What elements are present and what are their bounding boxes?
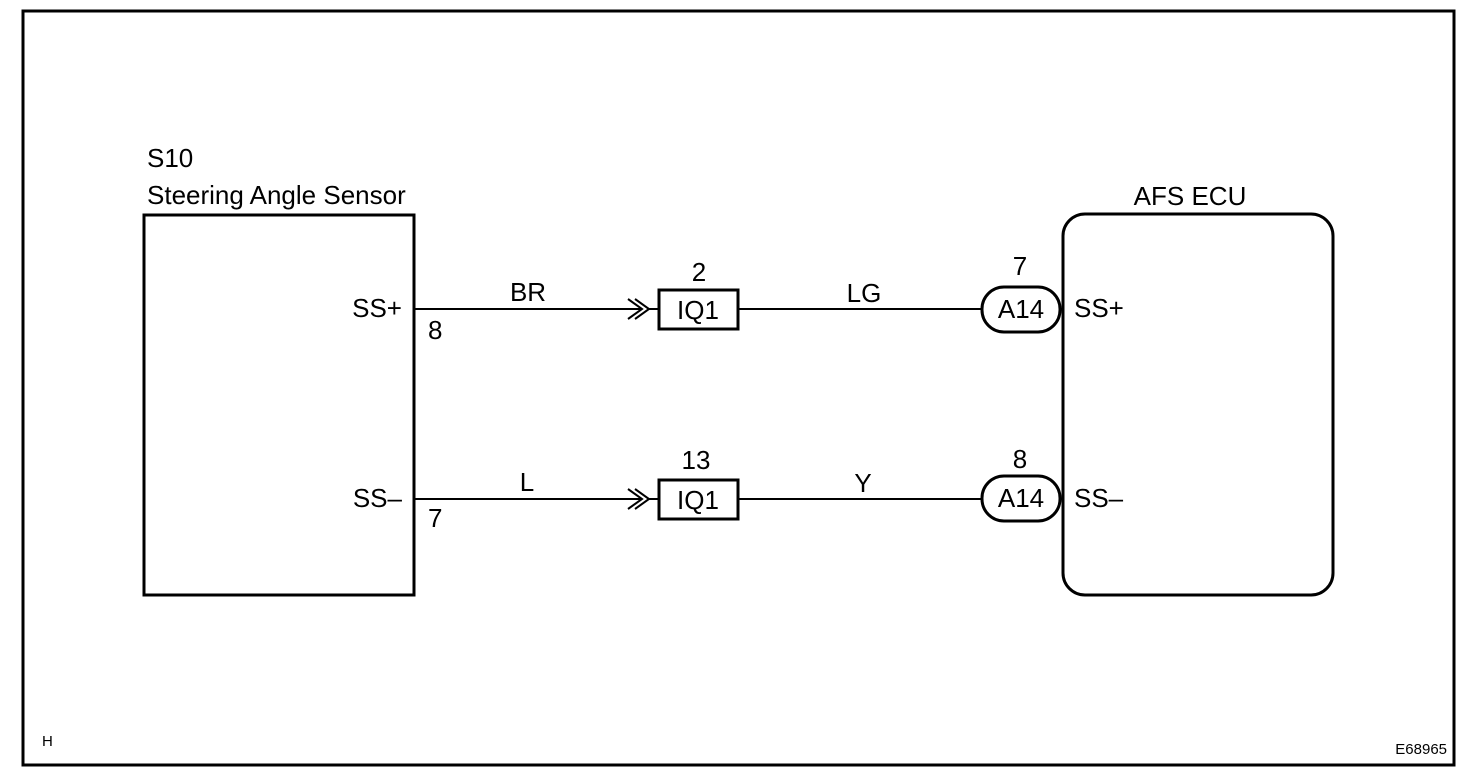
top-connector-label: A14	[998, 294, 1044, 324]
ecu-pin-plus-label: SS+	[1074, 293, 1124, 323]
bottom-wire-right-color: Y	[854, 468, 871, 498]
sensor-pin-minus-label: SS–	[353, 483, 403, 513]
bottom-connector-label: A14	[998, 483, 1044, 513]
sensor-pin-minus-number: 7	[428, 503, 442, 533]
bottom-junction-box	[657, 478, 740, 521]
bottom-junction-label: IQ1	[677, 485, 719, 515]
ecu-name: AFS ECU	[1134, 181, 1247, 211]
diagram-frame	[21, 9, 1456, 767]
top-junction-pin: 2	[692, 257, 706, 287]
bottom-wire-left-color: L	[520, 467, 534, 497]
sensor-code: S10	[147, 143, 193, 173]
bottom-connector-pin: 8	[1013, 444, 1027, 474]
bottom-junction-pin: 13	[682, 445, 711, 475]
sensor-box	[142, 213, 416, 597]
top-junction-label: IQ1	[677, 295, 719, 325]
top-junction-box	[657, 288, 740, 331]
corner-letter: H	[42, 733, 53, 750]
ecu-box	[1061, 212, 1335, 597]
sensor-pin-plus-number: 8	[428, 315, 442, 345]
top-wire-left-color: BR	[510, 277, 546, 307]
top-connector-pin: 7	[1013, 251, 1027, 281]
ecu-pin-minus-label: SS–	[1074, 483, 1124, 513]
top-wire-right-color: LG	[847, 278, 882, 308]
bottom-splice-chevron-outer	[627, 488, 644, 510]
sensor-pin-plus-label: SS+	[352, 293, 402, 323]
top-splice-chevron-outer	[627, 298, 644, 320]
figure-id: E68965	[1395, 741, 1447, 758]
sensor-name: Steering Angle Sensor	[147, 180, 406, 210]
